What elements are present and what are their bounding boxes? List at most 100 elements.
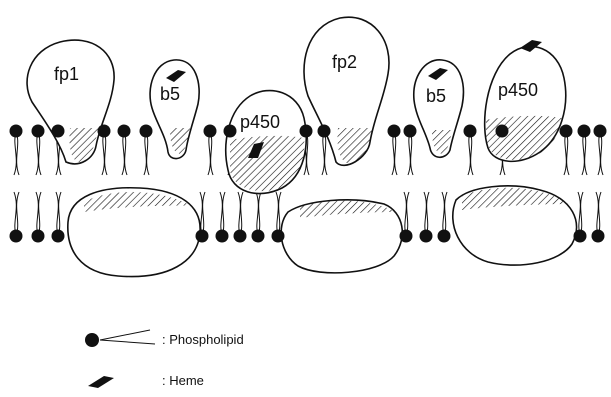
lipid-tail — [258, 192, 261, 236]
lipid-tail — [598, 131, 600, 175]
protein-label-b5-right: b5 — [426, 86, 446, 106]
lipid-tail — [578, 192, 580, 236]
lipid-tail — [146, 131, 149, 175]
lipid-tail — [256, 192, 258, 236]
lipid-tail — [410, 131, 413, 175]
protein-p450-right: p450 — [485, 40, 566, 161]
lipid-tail — [424, 192, 426, 236]
lipid-tail — [36, 192, 38, 236]
lipid-tail — [598, 192, 601, 236]
phospholipid-head-bottom — [420, 230, 433, 243]
phospholipid-head-bottom — [272, 230, 285, 243]
legend-item-phospholipid: : Phospholipid — [85, 330, 244, 347]
phospholipid-head-bottom — [52, 230, 65, 243]
legend-label-heme: : Heme — [162, 373, 204, 388]
phospholipid-head-bottom — [32, 230, 45, 243]
legend-label-phospholipid: : Phospholipid — [162, 332, 244, 347]
lipid-tail — [596, 192, 598, 236]
phospholipid-head-top — [464, 125, 477, 138]
phospholipid-head-top — [140, 125, 153, 138]
phospholipid-head-bottom — [438, 230, 451, 243]
phospholipid-head-top — [404, 125, 417, 138]
lipid-tail — [38, 192, 41, 236]
lipid-tail — [14, 131, 16, 175]
lipid-tail — [16, 131, 19, 175]
protein-fp2: fp2 — [304, 17, 389, 165]
lipid-tail — [276, 192, 278, 236]
lipid-tail — [14, 192, 16, 236]
lipid-tail — [406, 192, 409, 236]
protein-label-fp1: fp1 — [54, 64, 79, 84]
phospholipid-head-bottom — [574, 230, 587, 243]
phospholipid-icon — [85, 330, 155, 347]
lipid-tail — [470, 131, 473, 175]
lipid-tail — [442, 192, 444, 236]
protein-b5-right: b5 — [414, 60, 464, 157]
legend-item-heme: : Heme — [88, 373, 204, 388]
lipid-tail — [222, 192, 225, 236]
lipid-tail — [210, 131, 213, 175]
lipid-tail — [202, 192, 205, 236]
lipid-tail — [584, 131, 587, 175]
lipid-tail — [238, 192, 240, 236]
phospholipid-head-top — [10, 125, 23, 138]
lipid-tail — [564, 131, 566, 175]
lipid-tail — [56, 192, 58, 236]
lipid-tail — [144, 131, 146, 175]
lipid-tail — [566, 131, 569, 175]
phospholipid-head-top — [560, 125, 573, 138]
phospholipid-head-top — [300, 125, 313, 138]
phospholipid-head-bottom — [252, 230, 265, 243]
lipid-tail — [394, 131, 397, 175]
heme-icon — [88, 376, 114, 388]
phospholipid-head-top — [578, 125, 591, 138]
lipid-tail — [600, 131, 603, 175]
protein-label-p450-right: p450 — [498, 80, 538, 100]
protein-fp1: fp1 — [27, 40, 114, 164]
phospholipid-head-top — [224, 125, 237, 138]
lipid-tail — [408, 131, 410, 175]
phospholipid-head-bottom — [196, 230, 209, 243]
phospholipid-head-top — [496, 125, 509, 138]
integral-protein-left — [68, 188, 200, 277]
lipid-tail — [208, 131, 210, 175]
legend: : Phospholipid : Heme — [85, 330, 244, 388]
protein-label-b5-left: b5 — [160, 84, 180, 104]
protein-b5-left: b5 — [150, 60, 199, 159]
lipid-tail — [220, 192, 222, 236]
phospholipid-head-top — [98, 125, 111, 138]
lipid-tail — [322, 131, 324, 175]
phospholipid-head-top — [32, 125, 45, 138]
protein-p450-left: p450 — [226, 91, 306, 194]
lipid-tail — [240, 192, 243, 236]
phospholipid-head-top — [118, 125, 131, 138]
protein-label-fp2: fp2 — [332, 52, 357, 72]
lipid-tail — [580, 192, 583, 236]
integral-protein-right — [453, 186, 577, 265]
protein-label-p450-left: p450 — [240, 112, 280, 132]
integral-protein-center — [281, 200, 402, 273]
lipid-tail — [124, 131, 127, 175]
phospholipid-head-bottom — [234, 230, 247, 243]
phospholipid-head-top — [594, 125, 607, 138]
lipid-tail — [36, 131, 38, 175]
phospholipid-head-bottom — [10, 230, 23, 243]
lipid-tail — [324, 131, 327, 175]
phospholipid-head-top — [52, 125, 65, 138]
phospholipid-head-top — [388, 125, 401, 138]
lipid-tail — [444, 192, 447, 236]
phospholipid-head-top — [204, 125, 217, 138]
lipid-tail — [58, 192, 61, 236]
phospholipid-head-bottom — [400, 230, 413, 243]
lipid-tail — [122, 131, 124, 175]
lipid-tail — [102, 131, 104, 175]
lipid-tail — [468, 131, 470, 175]
lipid-tail — [16, 192, 19, 236]
lipid-tail — [404, 192, 406, 236]
phospholipid-head-bottom — [592, 230, 605, 243]
lipid-tail — [38, 131, 41, 175]
lipid-tail — [582, 131, 584, 175]
lipid-tail — [426, 192, 429, 236]
lipid-tail — [104, 131, 107, 175]
